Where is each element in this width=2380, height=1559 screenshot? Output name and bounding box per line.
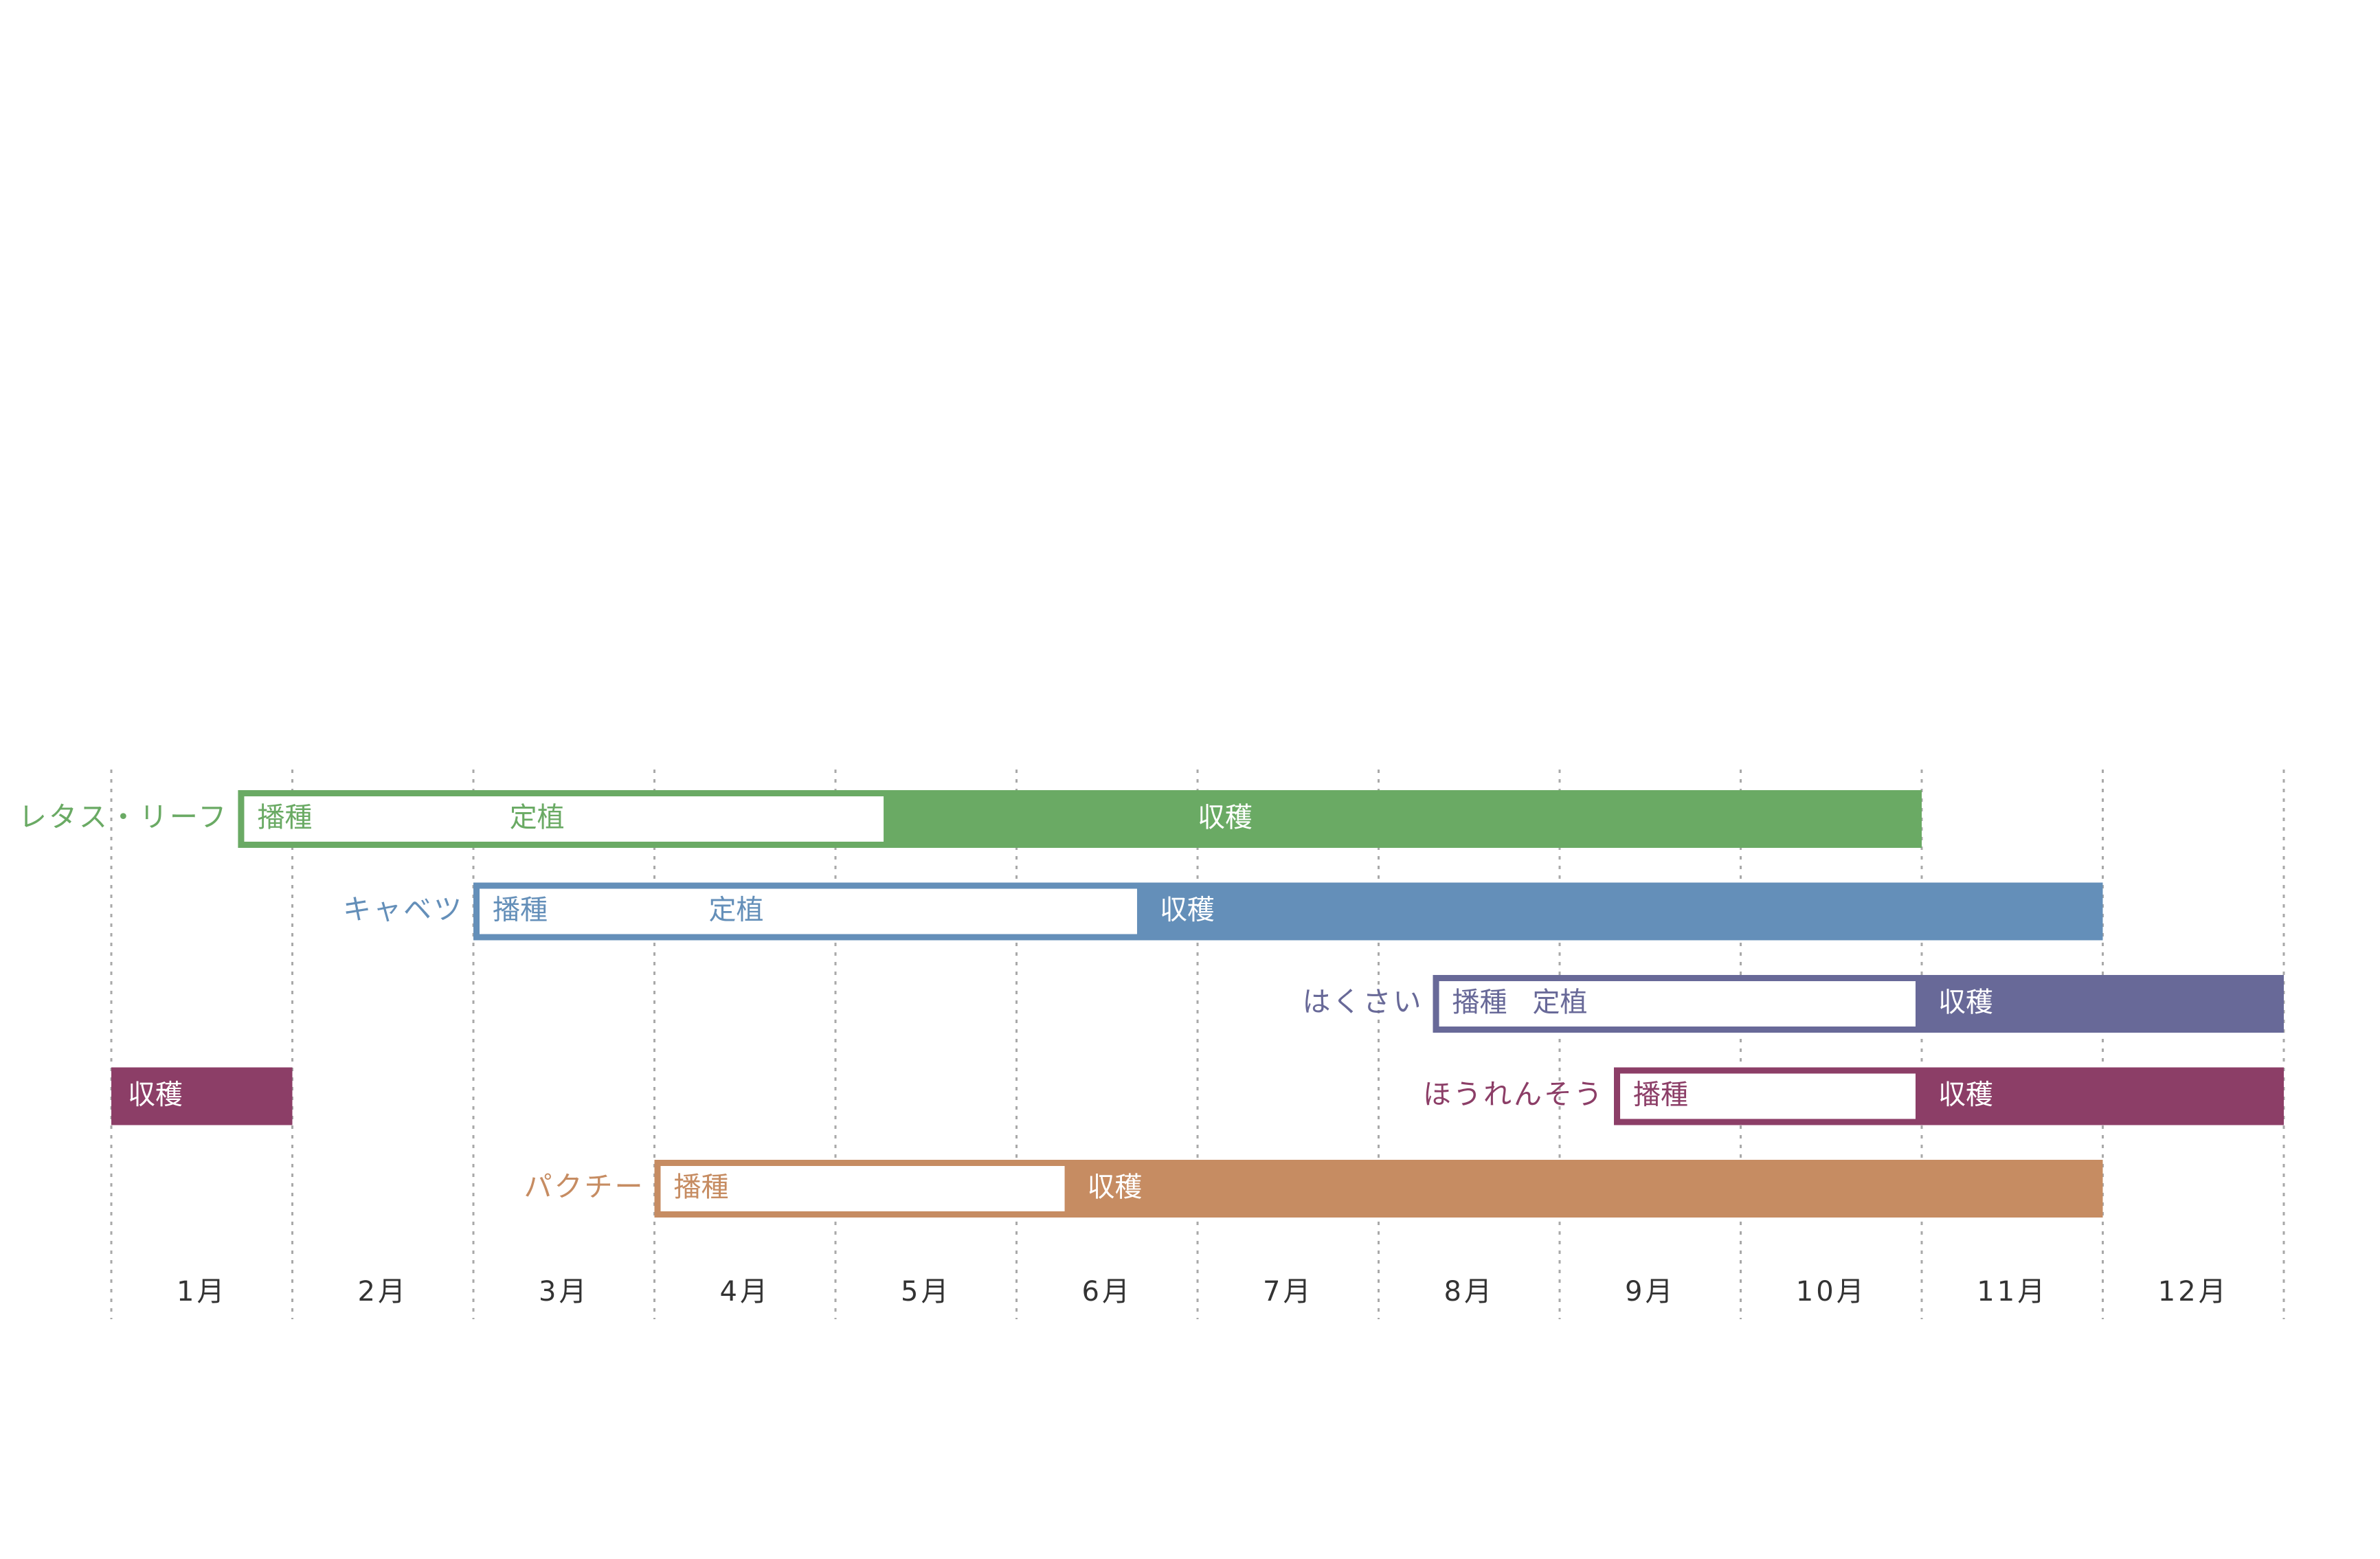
month-tick-label: 4月 bbox=[720, 1276, 770, 1308]
month-tick-label: 5月 bbox=[901, 1276, 951, 1308]
month-tick-label: 2月 bbox=[358, 1276, 408, 1308]
sowing-label: 播種 bbox=[257, 802, 312, 833]
month-tick-label: 11月 bbox=[1977, 1276, 2047, 1308]
month-tick-label: 12月 bbox=[2158, 1276, 2229, 1308]
sowing-label: 播種 bbox=[1452, 987, 1507, 1018]
planting-label: 定植 bbox=[510, 802, 565, 833]
month-axis: 1月 2月 3月 4月 5月 6月 7月 8月 9月 10月 11月 12月 bbox=[177, 1276, 2229, 1308]
sowing-label: 播種 bbox=[1633, 1079, 1688, 1111]
harvest-label: 収穫 bbox=[128, 1079, 183, 1111]
sowing-period-box bbox=[238, 790, 890, 848]
crop-name-label: レタス・リーフ bbox=[19, 800, 229, 833]
month-tick-label: 6月 bbox=[1082, 1276, 1132, 1308]
crop-row: はくさい播種定植 収穫 bbox=[1303, 975, 2284, 1033]
month-tick-label: 1月 bbox=[177, 1276, 227, 1308]
sowing-period-box bbox=[473, 882, 1143, 941]
month-tick-label: 3月 bbox=[539, 1276, 589, 1308]
month-tick-label: 7月 bbox=[1263, 1276, 1313, 1308]
crop-name-label: はくさい bbox=[1303, 985, 1424, 1018]
harvest-label: 収穫 bbox=[1938, 987, 1993, 1018]
planting-label: 定植 bbox=[1532, 987, 1587, 1018]
month-tick-label: 9月 bbox=[1625, 1276, 1675, 1308]
crop-name-label: キャベツ bbox=[343, 893, 464, 926]
harvest-bar bbox=[111, 1067, 293, 1125]
crop-name-label: ほうれんそう bbox=[1423, 1078, 1604, 1111]
crop-bars: レタス・リーフ播種定植収穫キャベツ播種定植収穫はくさい播種定植収穫ほうれんそう播… bbox=[19, 790, 2284, 1218]
crop-name-label: パクチー bbox=[524, 1170, 645, 1203]
harvest-label: 収穫 bbox=[1088, 1171, 1143, 1203]
month-gridlines bbox=[110, 770, 2285, 1319]
month-tick-label: 8月 bbox=[1444, 1276, 1494, 1308]
sowing-label: 播種 bbox=[674, 1171, 729, 1203]
crop-row: パクチー播種 収穫 bbox=[524, 1160, 2103, 1218]
harvest-label: 収穫 bbox=[1198, 802, 1253, 833]
month-tick-label: 10月 bbox=[1796, 1276, 1867, 1308]
planting-label: 定植 bbox=[709, 895, 764, 926]
sowing-period-box bbox=[654, 1160, 1071, 1218]
sowing-label: 播種 bbox=[493, 895, 548, 926]
sowing-period-box bbox=[1433, 975, 1922, 1033]
crop-row: ほうれんそう播種 収穫 収穫 bbox=[111, 1067, 2284, 1125]
harvest-label: 収穫 bbox=[1938, 1079, 1993, 1111]
crop-row: レタス・リーフ播種 定植 収穫 bbox=[19, 790, 1922, 848]
harvest-label: 収穫 bbox=[1160, 895, 1215, 926]
crop-row: キャベツ播種 定植 収穫 bbox=[343, 882, 2103, 941]
sowing-period-box bbox=[1614, 1067, 1922, 1125]
